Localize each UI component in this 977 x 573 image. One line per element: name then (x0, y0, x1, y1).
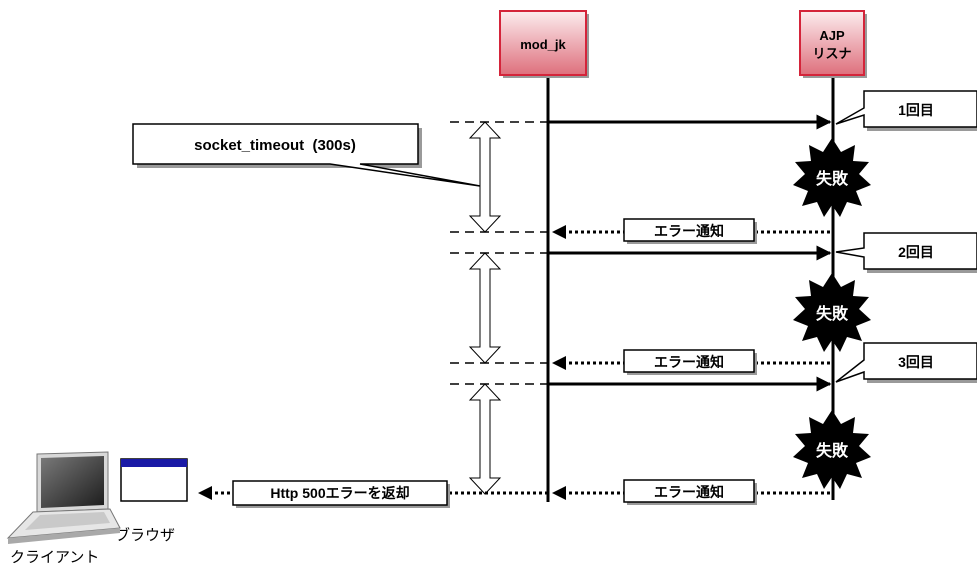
participant-modjk-label: mod_jk (520, 37, 566, 52)
timeout-double-arrow (468, 252, 502, 364)
error-notice-arrow: エラー通知 (552, 479, 830, 505)
time-markers (450, 121, 548, 385)
failure-burst: 失敗 (793, 138, 871, 217)
error-notice-label: エラー通知 (654, 354, 724, 370)
browser-window-icon (120, 458, 188, 502)
attempt-callout: 1回目 (835, 90, 977, 131)
participant-ajp-label-line2: リスナ (812, 46, 851, 61)
participant-ajp-listener: AJP リスナ (799, 10, 867, 78)
final-response-arrow: Http 500エラーを返却 (198, 480, 548, 508)
error-notice-arrow: エラー通知 (552, 349, 830, 375)
timeout-callout: socket_timeout (300s) (132, 123, 481, 187)
failure-burst: 失敗 (793, 273, 871, 352)
error-notice-label: エラー通知 (654, 484, 724, 500)
error-notice-label: エラー通知 (654, 223, 724, 239)
failure-label: 失敗 (816, 169, 849, 188)
error-notice-arrow: エラー通知 (552, 218, 830, 244)
attempt-callout: 2回目 (835, 232, 977, 273)
participant-modjk: mod_jk (499, 10, 589, 78)
timeout-double-arrow (468, 121, 502, 233)
failure-label: 失敗 (816, 441, 849, 460)
attempt-callout: 3回目 (835, 342, 977, 383)
client-label: クライアント (10, 549, 99, 566)
attempt-label: 1回目 (898, 102, 934, 118)
attempt-label: 3回目 (898, 354, 934, 370)
browser-label: ブラウザ (115, 526, 175, 544)
participant-ajp-label-line1: AJP (819, 28, 845, 43)
laptop-icon (6, 451, 121, 544)
failure-burst: 失敗 (793, 410, 871, 489)
final-response-label: Http 500エラーを返却 (270, 485, 409, 501)
timeout-double-arrow (468, 383, 502, 495)
timeout-callout-label: socket_timeout (300s) (194, 137, 356, 154)
failure-label: 失敗 (816, 304, 849, 323)
attempt-label: 2回目 (898, 244, 934, 260)
